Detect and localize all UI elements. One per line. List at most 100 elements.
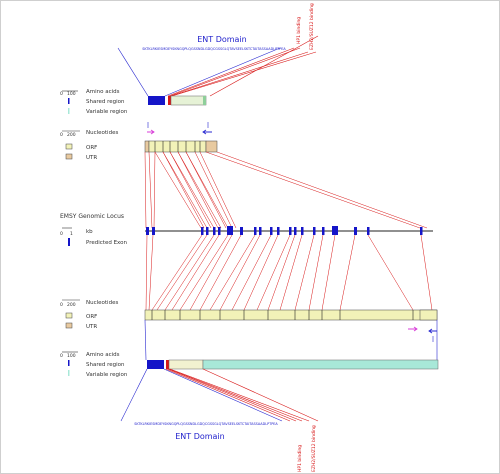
variable-region-swatch [68, 370, 70, 376]
utr-label: UTR [86, 324, 97, 330]
mapping-line [189, 234, 233, 311]
utr-label: UTR [86, 155, 97, 161]
mapping-line [294, 234, 315, 311]
variable-region-swatch [68, 108, 70, 114]
scale-unit-label: kb [86, 229, 93, 235]
utr-swatch [65, 153, 73, 160]
top-domain-group: ENT Domain SKTKLRKIESMDEYSKNGQPLQGSSNDLG… [117, 3, 319, 97]
predicted-exon [301, 227, 304, 235]
bottom-mrna-bar [144, 309, 438, 321]
predicted-exon [367, 227, 370, 235]
predicted-exon [313, 227, 316, 235]
bottom-primer-arrows [408, 326, 437, 342]
mapping-line [162, 151, 205, 229]
top-domain-line-red-4 [171, 51, 317, 97]
scale-value-label: 200 [67, 132, 76, 138]
mapping-line [321, 234, 336, 311]
scale-zero-label: 0 [60, 353, 63, 359]
orf-label: ORF [86, 145, 97, 151]
predicted-exon [332, 226, 338, 235]
scale-zero-label: 0 [60, 91, 63, 97]
predicted-exon [206, 227, 209, 235]
mapping-line [308, 234, 324, 311]
bottom-domain-line-red-5 [202, 368, 319, 422]
shared-region-swatch [68, 98, 70, 104]
scale-value-label: 100 [67, 91, 76, 97]
top-domain-sequence: SKTKLRKIESMDEYSKNGQPLQGSSNDLGDQCGSSGLQTA… [142, 47, 286, 51]
top-domain-line-red-2 [169, 47, 301, 97]
utr-swatch [65, 322, 73, 329]
protein-variable-block [202, 359, 439, 370]
mrna-orf-block [148, 140, 207, 153]
variable-region-label: Variable region [86, 372, 128, 378]
protein-variable-cap [203, 96, 206, 105]
genomic-locus: EMSY Genomic Locus 0 1 kb Predicted Exon [60, 213, 433, 246]
mapping-line [145, 234, 148, 311]
bottom-domain-line-blue-2 [163, 368, 283, 422]
forward-arrow-icon [408, 326, 418, 332]
predicted-exon [270, 227, 273, 235]
top-domain-title: ENT Domain [197, 35, 247, 44]
mrna-legend-bottom: 0 200 Nucleotides ORF UTR [60, 299, 118, 330]
exon-junctions [151, 310, 414, 320]
top-primer-arrows [147, 122, 212, 135]
top-domain-line-red-3 [170, 51, 309, 97]
mapping-line [256, 234, 291, 311]
bottom-domain-sequence: SKTKLRKIESMDEYSKNGQPLQGSSNDLGDQCGSSGLQTA… [134, 422, 278, 426]
scale-zero-label: 0 [60, 302, 63, 308]
bottom-domain-group: SKTKLRKIESMDEYSKNGQPLQGSSNDLGDQCGSSGLQTA… [120, 368, 319, 472]
predicted-exon-swatch [68, 238, 70, 246]
forward-arrow-icon [147, 129, 155, 135]
bottom-domain-line-red-3 [168, 368, 303, 422]
bottom-protein-mapping [144, 319, 438, 361]
mapping-line [216, 151, 428, 229]
mapping-line [205, 151, 421, 229]
scale-value-label: 1 [70, 231, 73, 237]
bottom-protein-bar [147, 359, 439, 370]
mapping-line [279, 234, 303, 311]
mapping-line [199, 151, 237, 229]
reverse-arrow-icon [428, 328, 437, 334]
top-domain-line-blue-2 [164, 47, 281, 97]
orf-swatch [65, 312, 73, 319]
shared-region-label: Shared region [86, 362, 125, 368]
bottom-domain-label-hp1: HP1 binding [297, 445, 303, 472]
bottom-domain-line-red-1 [165, 368, 291, 422]
scale-value-label: 200 [67, 302, 76, 308]
genomic-exons [146, 226, 423, 235]
mapping-line [185, 151, 227, 229]
predicted-exon [259, 227, 262, 235]
predicted-exon-label: Predicted Exon [86, 240, 127, 246]
top-domain-line-blue-1 [117, 47, 149, 97]
bottom-domain-title: ENT Domain [175, 432, 225, 441]
mapping-line [199, 234, 242, 311]
mapping-line [169, 151, 212, 229]
bottom-domain-line-blue-1 [120, 368, 148, 422]
protein-variable-block [170, 95, 207, 106]
mapping-line [179, 234, 229, 311]
scale-zero-label: 0 [60, 231, 63, 237]
mapping-line [144, 319, 147, 361]
top-domain-label-hp1: HP1 binding [296, 17, 302, 44]
scale-unit-label: Amino acids [86, 352, 120, 358]
protein-legend-bottom: 0 100 Amino acids Shared region Variable… [60, 351, 128, 378]
mapping-line [151, 234, 203, 311]
mrna-utr-right [205, 140, 218, 153]
bottom-domain-line-red-4 [169, 368, 310, 422]
mapping-line [243, 234, 279, 311]
mapping-line [169, 151, 215, 229]
top-mapping-lines [144, 151, 428, 229]
mapping-line [162, 151, 208, 229]
mapping-line [177, 151, 222, 229]
scale-zero-label: 0 [60, 132, 63, 138]
scale-unit-label: Nucleotides [86, 130, 118, 136]
shared-region-label: Shared region [86, 99, 125, 105]
predicted-exon [420, 227, 423, 235]
mapping-line [185, 151, 229, 229]
mapping-line [171, 234, 220, 311]
mapping-line [148, 151, 153, 229]
predicted-exon [240, 227, 243, 235]
mapping-line [156, 234, 208, 311]
protein-legend-top: 0 100 Amino acids Shared region Variable… [60, 89, 128, 115]
